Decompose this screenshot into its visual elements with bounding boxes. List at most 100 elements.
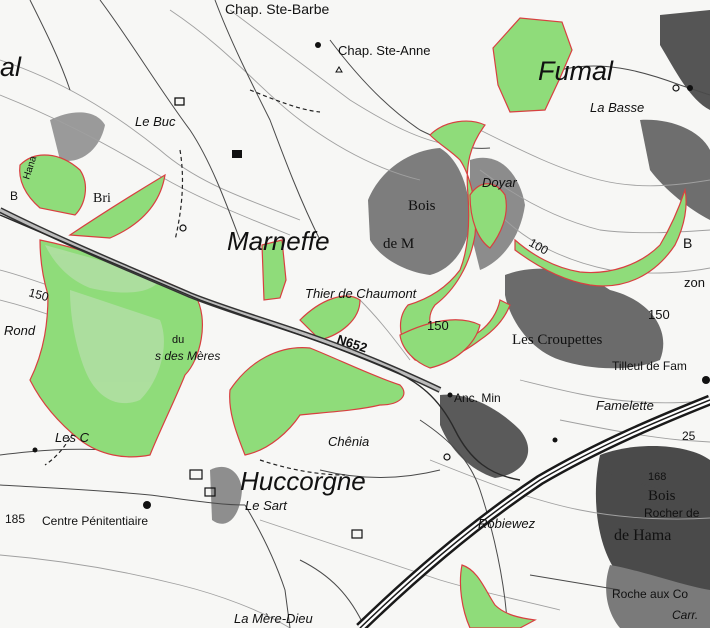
label-marneffe[interactable]: Marneffe (227, 226, 330, 256)
track-layer (44, 89, 346, 476)
wood-center-south (210, 466, 242, 524)
label-b-left[interactable]: B (10, 189, 18, 203)
label-b-right[interactable]: B (683, 235, 692, 251)
contour (359, 299, 411, 361)
woodland-layer (50, 10, 710, 628)
road (529, 574, 621, 591)
point-icon (672, 84, 680, 92)
point-icon (447, 392, 453, 398)
label-les-c[interactable]: Les C (55, 430, 90, 445)
church-icon (179, 224, 187, 232)
label-le-sart[interactable]: Le Sart (245, 498, 288, 513)
label-thier-de-chaumont[interactable]: Thier de Chaumont (305, 286, 418, 301)
building-icon (189, 469, 203, 480)
highway (356, 394, 710, 628)
label-roche-aux-co[interactable]: Roche aux Co (612, 587, 688, 601)
label-de-hama[interactable]: de Hama (614, 527, 671, 544)
protected-area-northwest (19, 154, 87, 216)
point-icon (552, 437, 558, 443)
wash (70, 290, 164, 404)
label-al[interactable]: al (0, 52, 22, 82)
highway-median (359, 399, 710, 628)
label-rond[interactable]: Rond (4, 323, 36, 338)
road (419, 419, 509, 628)
label-bois-2[interactable]: Bois (648, 488, 676, 504)
contour (229, 9, 451, 146)
contour (169, 9, 421, 181)
road (99, 0, 241, 241)
label-fumal[interactable]: Fumal (538, 56, 614, 86)
chapel-icon (315, 42, 321, 48)
elevation-185: 185 (5, 512, 25, 526)
river-line (0, 214, 521, 481)
label-anc-min[interactable]: Anc. Min (454, 391, 501, 405)
main-road-inner (0, 208, 441, 392)
river (0, 214, 521, 481)
point-icon (32, 447, 38, 453)
contour (479, 129, 710, 187)
track (259, 459, 346, 476)
protected-area-marneffe-center (261, 239, 287, 301)
road (599, 469, 710, 506)
road (559, 65, 710, 96)
wood-north-slope (50, 112, 105, 161)
protected-area-wash (45, 245, 164, 404)
label-s-des-meres[interactable]: s des Mères (155, 349, 220, 363)
contour (259, 519, 561, 611)
protected-area-layer (19, 17, 687, 628)
wood-bois-rocher (595, 445, 710, 600)
label-carr[interactable]: Carr. (672, 608, 698, 622)
road (299, 559, 366, 628)
contour (0, 554, 291, 628)
label-chenia[interactable]: Chênia (328, 434, 369, 449)
main-road-n652 (0, 207, 442, 393)
label-robiewez[interactable]: Robiewez (478, 516, 536, 531)
track (44, 419, 81, 466)
road (214, 0, 321, 241)
label-rocher-de[interactable]: Rocher de (644, 506, 700, 520)
label-doyar[interactable]: Doyar (482, 175, 517, 190)
building-icon (204, 487, 216, 497)
track (249, 89, 321, 113)
protected-area-bois-de-m (400, 120, 511, 362)
label-tilleul-de-fam[interactable]: Tilleul de Fam (612, 359, 687, 373)
wood-les-croupettes (505, 268, 664, 369)
wood-far-right (640, 119, 710, 220)
contour (499, 214, 710, 274)
protected-area-huccorgne-north (229, 347, 405, 456)
road (0, 448, 111, 456)
label-famelette[interactable]: Famelette (596, 398, 654, 413)
elevation-150-right: 150 (648, 307, 670, 322)
label-chap-ste-barbe[interactable]: Chap. Ste-Barbe (225, 1, 329, 17)
label-le-buc[interactable]: Le Buc (135, 114, 176, 129)
protected-area-croupettes-west (399, 319, 481, 369)
label-chap-ste-anne[interactable]: Chap. Ste-Anne (338, 43, 431, 58)
protected-area-thier (299, 295, 361, 341)
elevation-25: 25 (682, 429, 696, 443)
point-symbols (32, 42, 710, 539)
label-du[interactable]: du (172, 334, 184, 346)
triangle-landmark-icon (335, 66, 343, 73)
label-centre-penitentiaire[interactable]: Centre Pénitentiaire (42, 514, 148, 528)
wood-northeast (660, 10, 710, 110)
wood-carr (606, 565, 710, 628)
label-huccorgne[interactable]: Huccorgne (240, 466, 366, 496)
point-icon (702, 376, 710, 384)
label-la-mere-dieu[interactable]: La Mère-Dieu (234, 611, 313, 626)
label-bri[interactable]: Bri (93, 191, 111, 206)
centre-penitentiaire-dot (143, 501, 151, 509)
protected-area-south (459, 564, 537, 628)
contour (0, 94, 291, 236)
contour (0, 59, 301, 221)
label-de-m[interactable]: de M (383, 236, 414, 252)
road (244, 504, 291, 628)
label-bois[interactable]: Bois (408, 198, 436, 214)
label-la-basse[interactable]: La Basse (590, 100, 644, 115)
protected-area-fumal (492, 17, 573, 113)
label-zon[interactable]: zon (684, 275, 705, 290)
contour (429, 459, 710, 520)
protected-area-doyar (469, 183, 507, 249)
label-les-croupettes[interactable]: Les Croupettes (512, 332, 603, 348)
